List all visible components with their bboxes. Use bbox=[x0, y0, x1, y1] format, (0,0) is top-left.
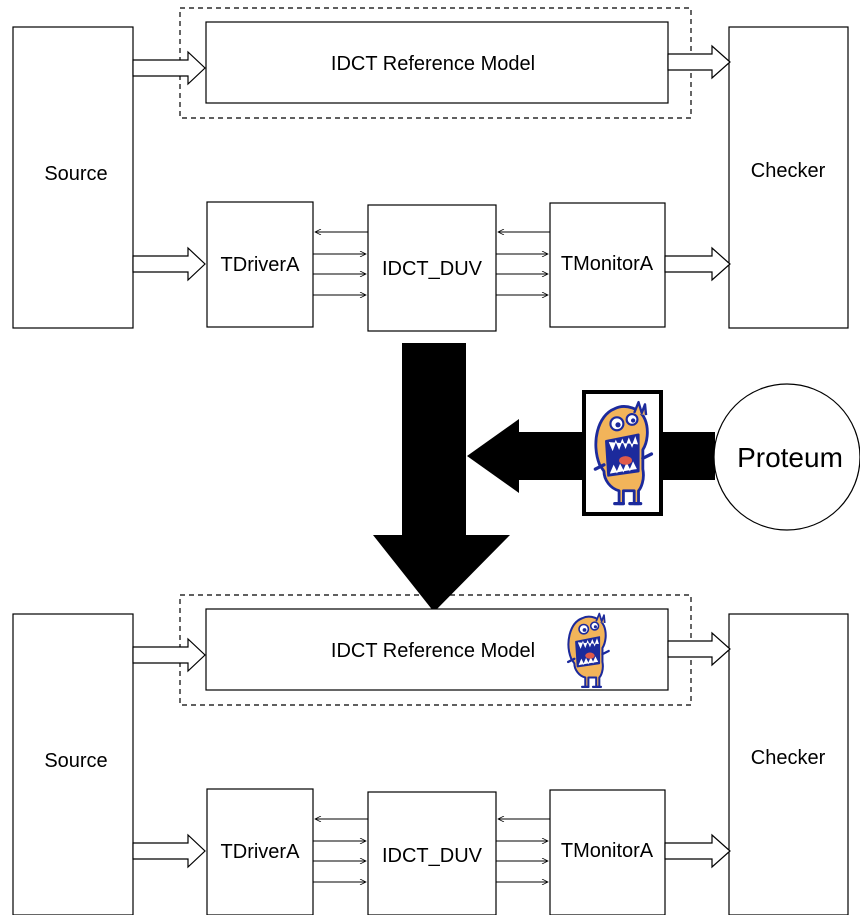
top-diagram: Source IDCT Reference Model Checker TDri… bbox=[12, 7, 849, 332]
top-duv-block bbox=[367, 204, 497, 332]
top-source-label: Source bbox=[44, 163, 107, 185]
bottom-reference-to-checker-arrow bbox=[667, 631, 731, 667]
bottom-duv-block bbox=[367, 791, 497, 915]
top-monitor-to-checker-arrow bbox=[664, 246, 731, 282]
bottom-reference-label: IDCT Reference Model bbox=[331, 640, 535, 662]
top-duv-label: IDCT_DUV bbox=[382, 258, 483, 280]
bottom-driver-block bbox=[206, 788, 314, 915]
bottom-source-label: Source bbox=[44, 750, 107, 772]
bottom-duv-label: IDCT_DUV bbox=[382, 845, 483, 867]
top-source-to-driver-arrow bbox=[132, 246, 206, 282]
transform-down-arrow bbox=[373, 343, 510, 612]
bottom-source-to-driver-arrow bbox=[132, 833, 206, 869]
top-checker-block bbox=[728, 26, 849, 329]
bottom-source-block bbox=[12, 613, 134, 915]
top-reference-dashed-boundary bbox=[179, 7, 692, 119]
bottom-monitor-to-checker-arrow bbox=[664, 833, 731, 869]
bottom-reference-dashed-boundary bbox=[179, 594, 692, 706]
top-reference-label: IDCT Reference Model bbox=[331, 53, 535, 75]
top-checker-label: Checker bbox=[751, 160, 826, 182]
mutation-injection: Proteum bbox=[373, 343, 860, 612]
proteum-label: Proteum bbox=[737, 442, 843, 473]
top-source-to-reference-arrow bbox=[132, 50, 206, 86]
bottom-driver-label: TDriverA bbox=[221, 841, 301, 863]
bottom-monitor-label: TMonitorA bbox=[561, 840, 654, 862]
bottom-diagram: Source IDCT Reference Model Checker TDri… bbox=[12, 594, 849, 915]
top-source-block bbox=[12, 26, 134, 329]
top-reference-to-checker-arrow bbox=[667, 44, 731, 80]
bottom-source-to-reference-arrow bbox=[132, 637, 206, 673]
bottom-monitor-block bbox=[549, 789, 666, 915]
top-driver-block bbox=[206, 201, 314, 328]
proteum-circle bbox=[713, 383, 860, 531]
top-reference-model-block bbox=[205, 21, 669, 104]
top-driver-label: TDriverA bbox=[221, 254, 301, 276]
bottom-checker-label: Checker bbox=[751, 747, 826, 769]
bottom-checker-block bbox=[728, 613, 849, 915]
top-monitor-block bbox=[549, 202, 666, 328]
top-monitor-label: TMonitorA bbox=[561, 253, 654, 275]
